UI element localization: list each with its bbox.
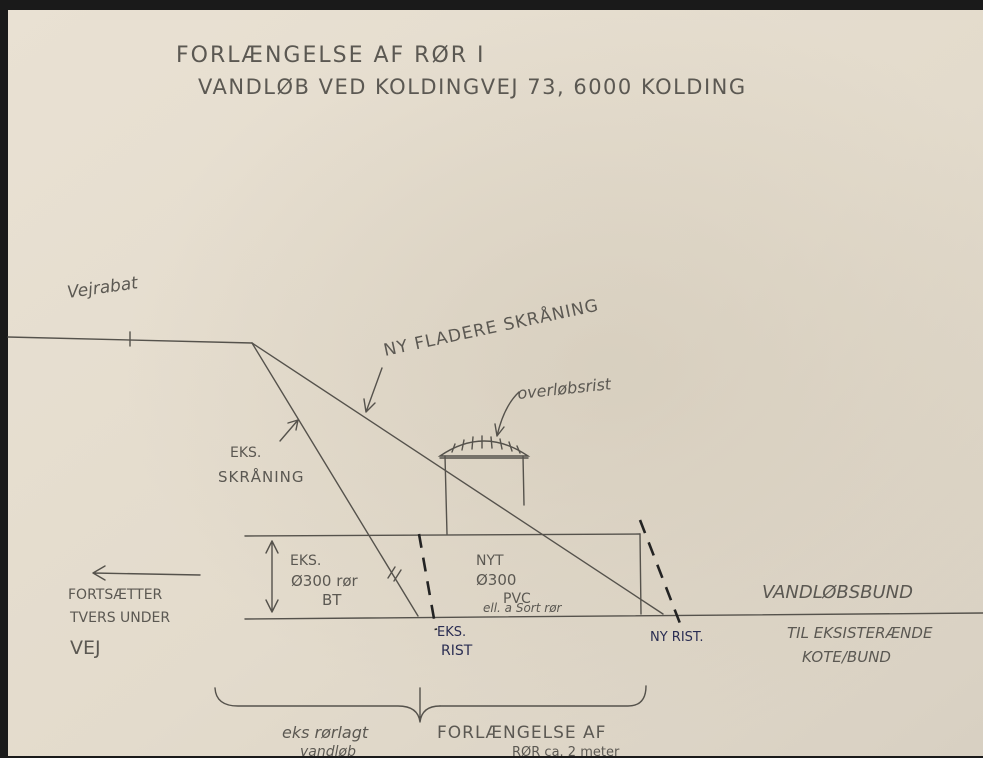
label-fortsaetter-2: TVERS UNDER: [69, 610, 170, 626]
new-grate-dashed: [638, 519, 683, 627]
pipe-right-end: [639, 533, 642, 615]
label-eks-pipe-1: EKS.: [290, 553, 321, 569]
label-eks-pipe-2: Ø300 rør: [291, 572, 359, 590]
title-line-2: VANDLØB VED KOLDINGVEJ 73, 6000 KOLDING: [198, 75, 747, 99]
label-eks-skraning-2: SKRÅNING: [218, 467, 305, 486]
label-forlaengelse-2: RØR ca. 2 meter: [512, 745, 620, 758]
label-vandlobsbund: VANDLØBSBUND: [762, 582, 913, 603]
well-left-wall: [444, 455, 448, 535]
brace-extension: [439, 685, 647, 707]
label-fortsaetter-3: VEJ: [70, 637, 101, 659]
arrow-fortsaetter: [92, 565, 201, 581]
bed-line: [244, 612, 983, 620]
overflow-grate-cap: [437, 440, 531, 457]
brace-existing: [214, 687, 441, 723]
label-fortsaetter-1: FORTSÆTTER: [68, 587, 163, 603]
paper-shadow: [8, 10, 983, 756]
label-nyt-pipe-1: NYT: [476, 553, 504, 569]
label-til-eksisterende-1: TIL EKSISTERÆNDE: [787, 624, 933, 642]
label-ny-rist: NY RIST.: [650, 630, 703, 645]
new-flatter-slope-line: [251, 342, 664, 615]
label-eks-rist-1: EKS.: [437, 625, 466, 640]
label-eks-rorlagt-1: eks rørlagt: [282, 723, 369, 742]
break-mark-2: [393, 569, 402, 582]
grate-hatching: [451, 435, 521, 454]
existing-grate-dashed: [417, 533, 438, 631]
label-eks-skraning-1: EKS.: [230, 445, 261, 461]
title-line-1: FORLÆNGELSE AF RØR I: [176, 43, 486, 68]
existing-slope-line: [251, 342, 419, 617]
pipe-top-line: [244, 533, 641, 537]
pipe-height-arrow: [265, 540, 279, 613]
arrow-ny-fladere: [363, 367, 383, 413]
arrow-eks-skraning: [279, 419, 299, 442]
break-mark-1: [387, 566, 396, 579]
label-forlaengelse-1: FORLÆNGELSE AF: [437, 723, 606, 743]
label-eks-pipe-3: BT: [322, 591, 342, 609]
label-nyt-pipe-3: PVC: [503, 591, 531, 607]
label-til-eksisterende-2: KOTE/BUND: [802, 648, 891, 666]
label-nyt-pipe-2: Ø300: [476, 571, 516, 589]
label-eks-rorlagt-2: vandløb: [300, 744, 356, 758]
label-eks-rist-2: RIST: [441, 643, 473, 659]
well-right-wall: [522, 455, 525, 506]
label-nyt-pipe-4: ell. a Sort rør: [483, 601, 563, 615]
arrow-overlobsrist: [494, 391, 520, 437]
